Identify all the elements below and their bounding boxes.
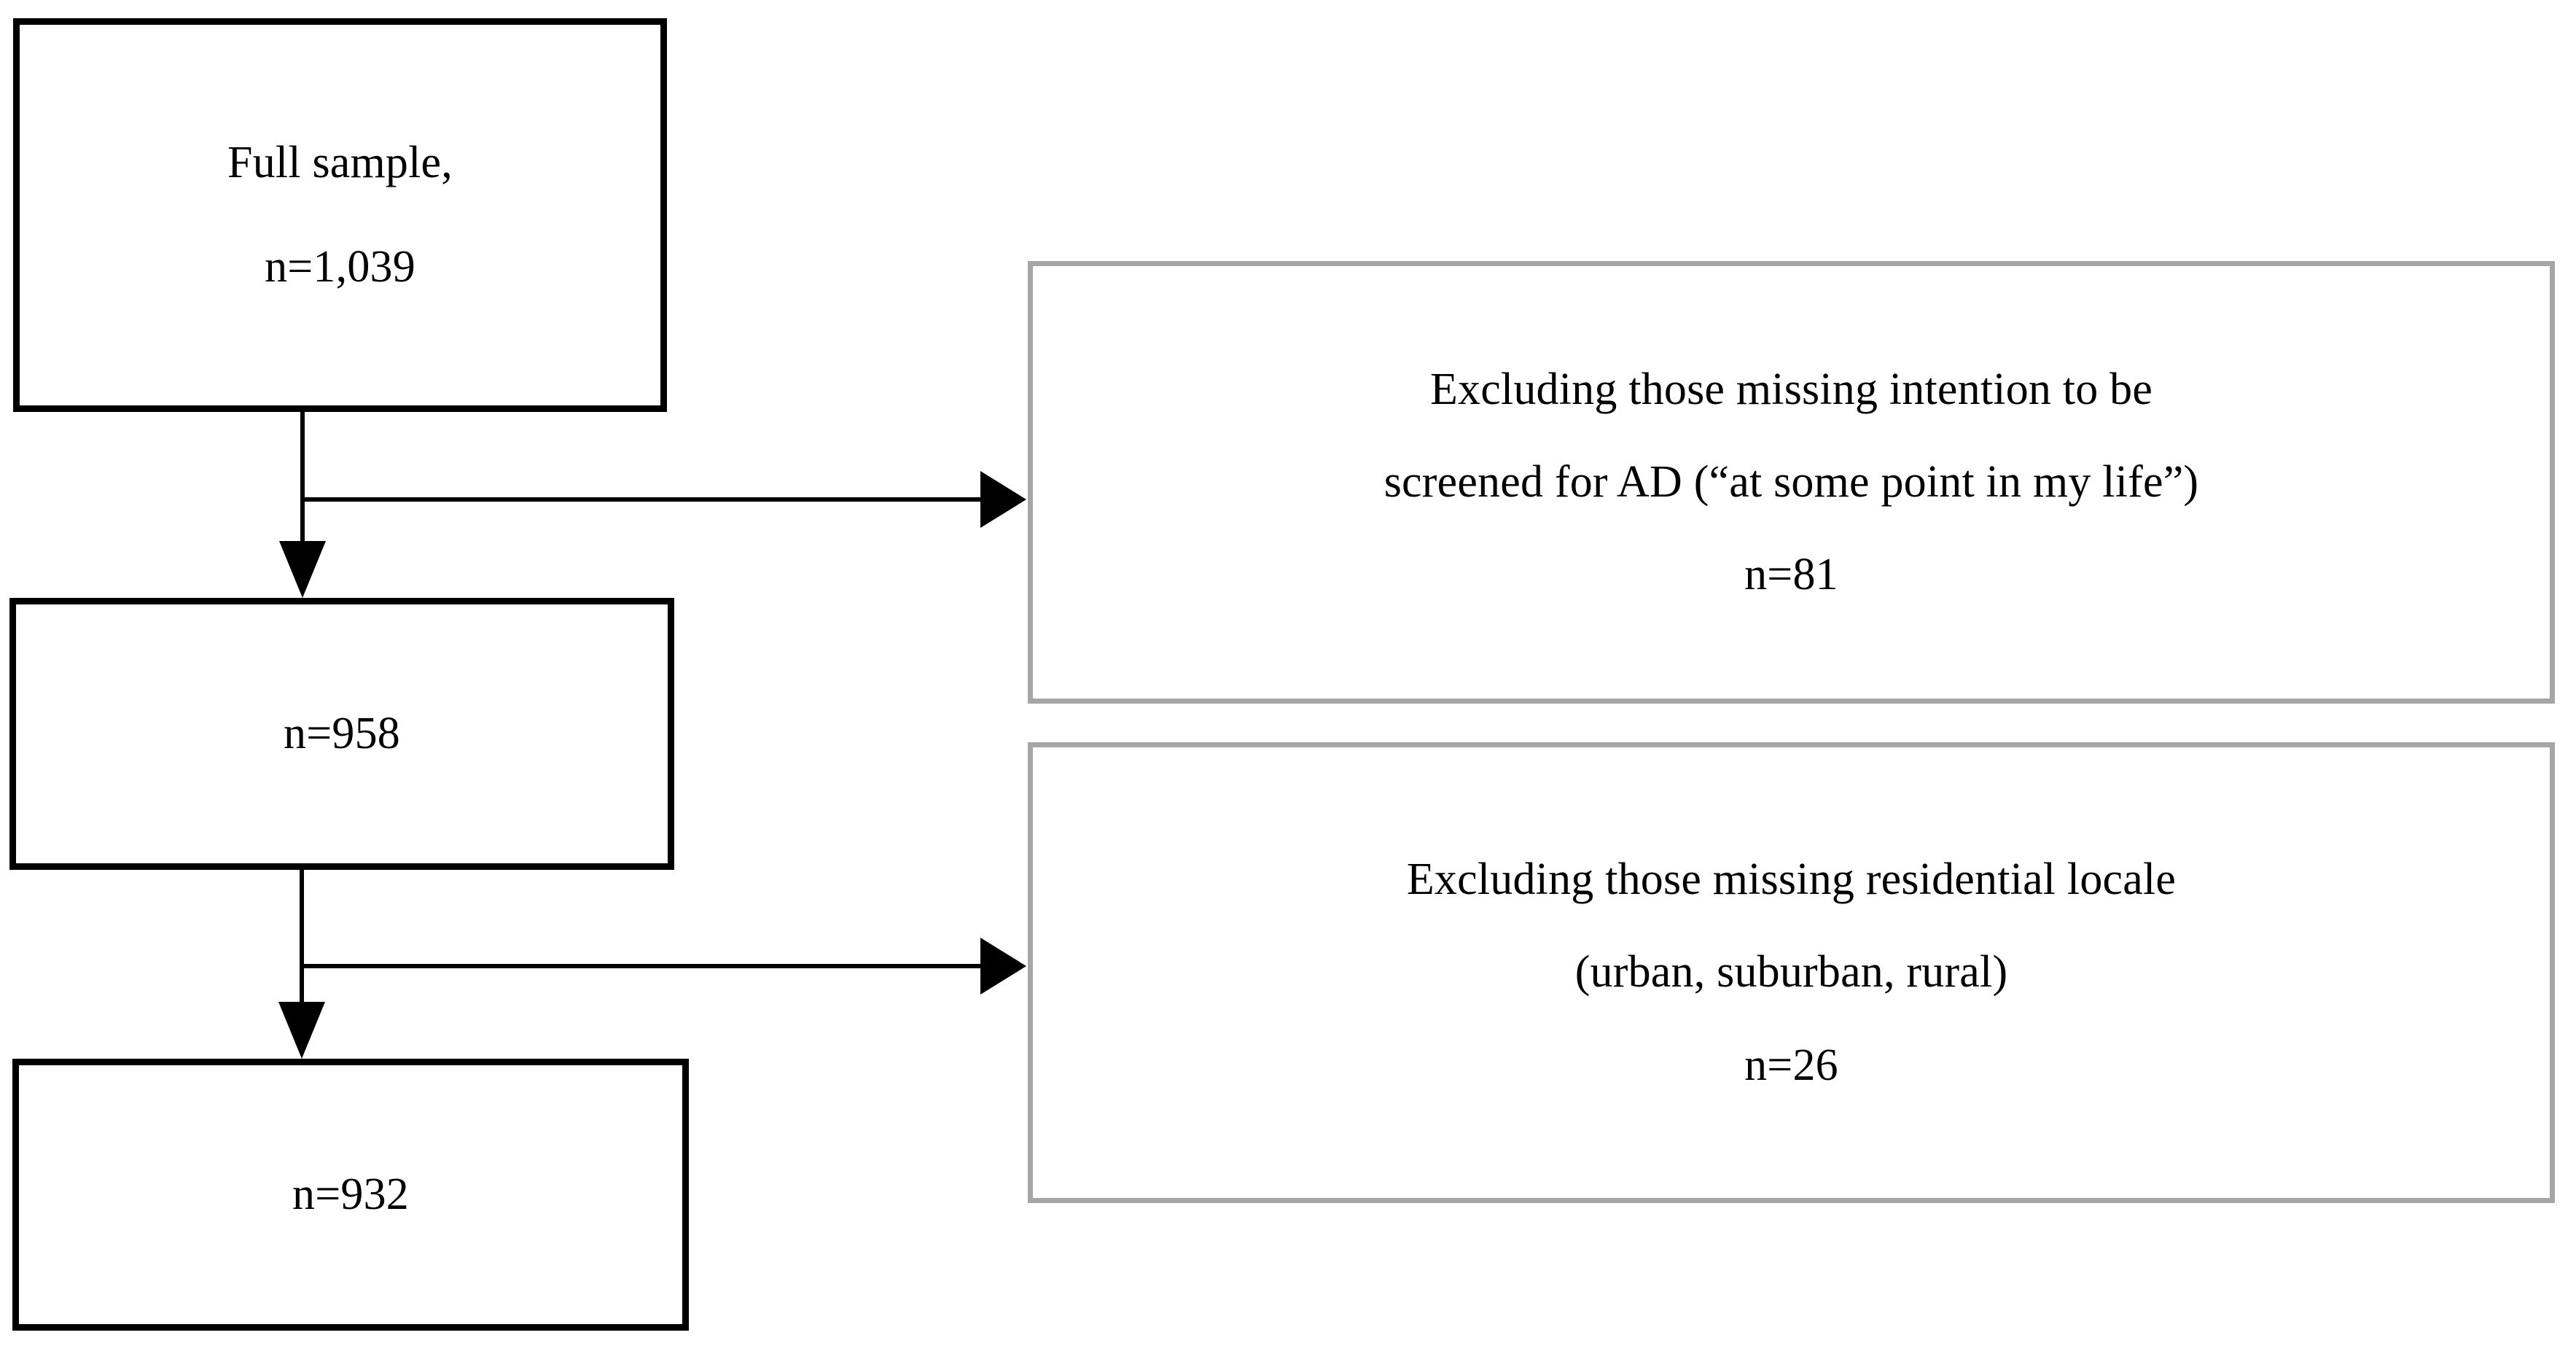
node-stage-3-line-1: n=932 <box>292 1169 409 1219</box>
node-stage-2-line-1: n=958 <box>284 708 400 758</box>
node-exclude-2: Excluding those missing residential loca… <box>1028 742 2555 1203</box>
node-exclude-2-line-2: (urban, suburban, rural) <box>1574 947 2008 997</box>
node-exclude-1-count: n=81 <box>1744 550 1838 600</box>
node-exclude-1-line-2: screened for AD (“at some point in my li… <box>1383 456 2199 507</box>
node-exclude-1: Excluding those missing intention to be … <box>1028 261 2555 704</box>
node-stage-2: n=958 <box>9 598 674 870</box>
connector-full-sample-to-exclude-1 <box>305 471 1026 528</box>
node-exclude-1-line-1: Excluding those missing intention to be <box>1429 364 2153 414</box>
node-exclude-2-count: n=26 <box>1744 1040 1838 1090</box>
node-exclude-2-line-1: Excluding those missing residential loca… <box>1406 855 2177 905</box>
node-full-sample-line-1: Full sample, <box>227 137 453 187</box>
node-stage-3: n=932 <box>12 1059 689 1331</box>
connector-stage-2-to-exclude-2 <box>304 938 1026 995</box>
node-full-sample-line-2: n=1,039 <box>265 242 415 292</box>
connector-full-sample-to-stage-2 <box>279 412 326 598</box>
node-full-sample: Full sample, n=1,039 <box>13 18 667 412</box>
connector-stage-2-to-stage-3 <box>278 870 325 1059</box>
